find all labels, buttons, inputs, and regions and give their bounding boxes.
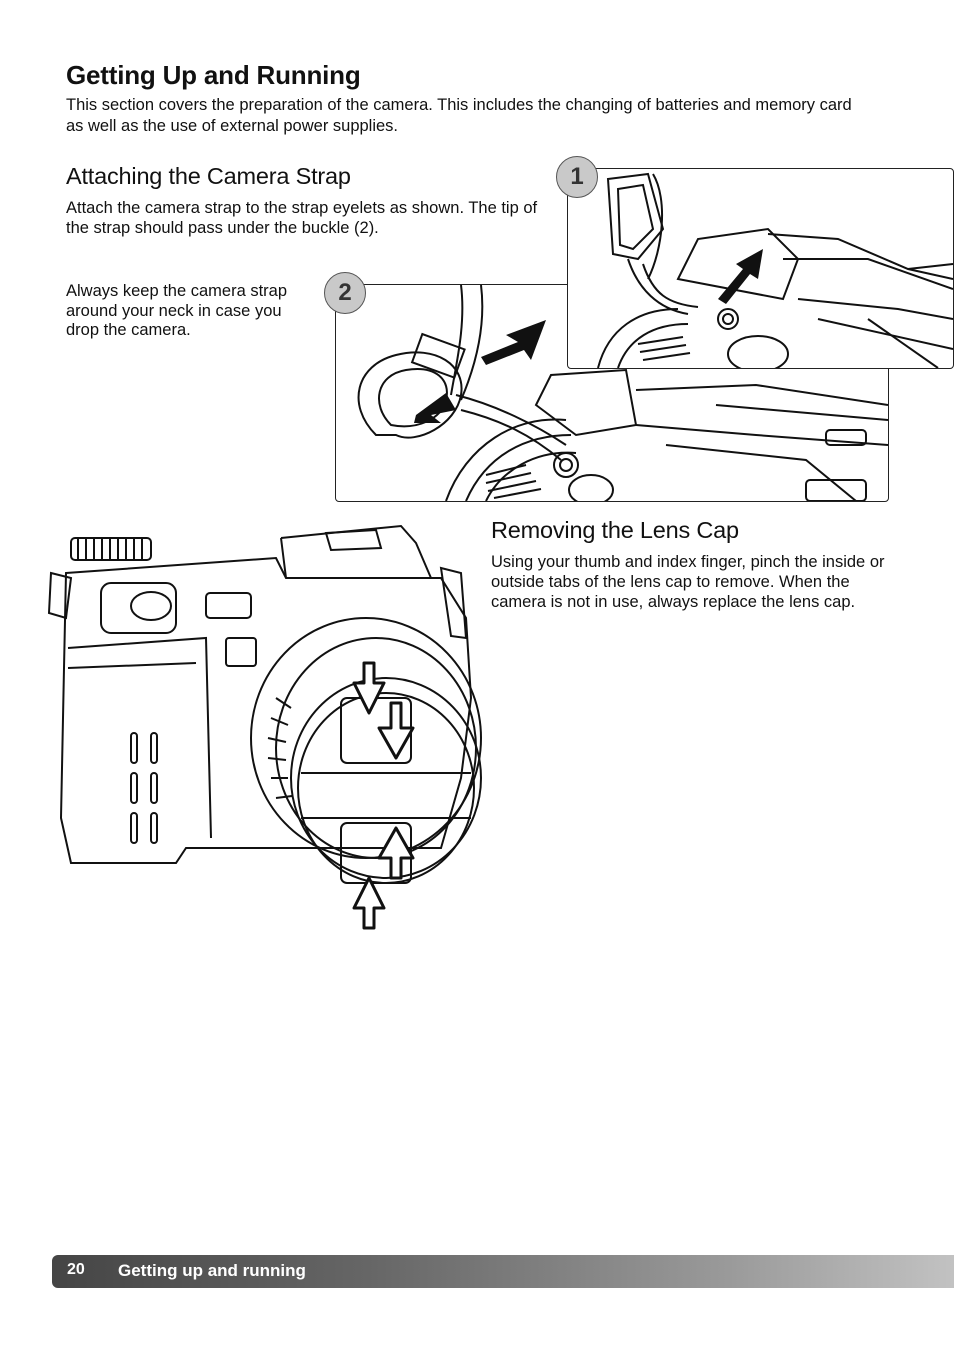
intro-paragraph: This section covers the preparation of t… xyxy=(66,96,852,135)
strap-body: Attach the camera strap to the strap eye… xyxy=(66,199,538,237)
strap-eyelet-illustration xyxy=(597,172,953,368)
footer-section-title: Getting up and running xyxy=(118,1261,306,1280)
lens-cap-body: Using your thumb and index finger, pinch… xyxy=(491,553,885,611)
camera-lens-cap-illustration xyxy=(47,524,482,930)
page-number: 20 xyxy=(67,1261,85,1278)
footer-bar xyxy=(52,1255,954,1288)
lens-cap-heading: Removing the Lens Cap xyxy=(491,517,739,543)
figure-badge-2: 2 xyxy=(324,272,366,314)
page-title: Getting Up and Running xyxy=(66,60,361,90)
strap-heading: Attaching the Camera Strap xyxy=(66,163,351,189)
lens-cap-figure xyxy=(46,518,486,938)
strap-figure-1 xyxy=(567,168,954,369)
strap-note: Always keep the camera strap around your… xyxy=(66,282,288,339)
figure-badge-1: 1 xyxy=(556,156,598,198)
strap-buckle-illustration xyxy=(357,285,888,501)
